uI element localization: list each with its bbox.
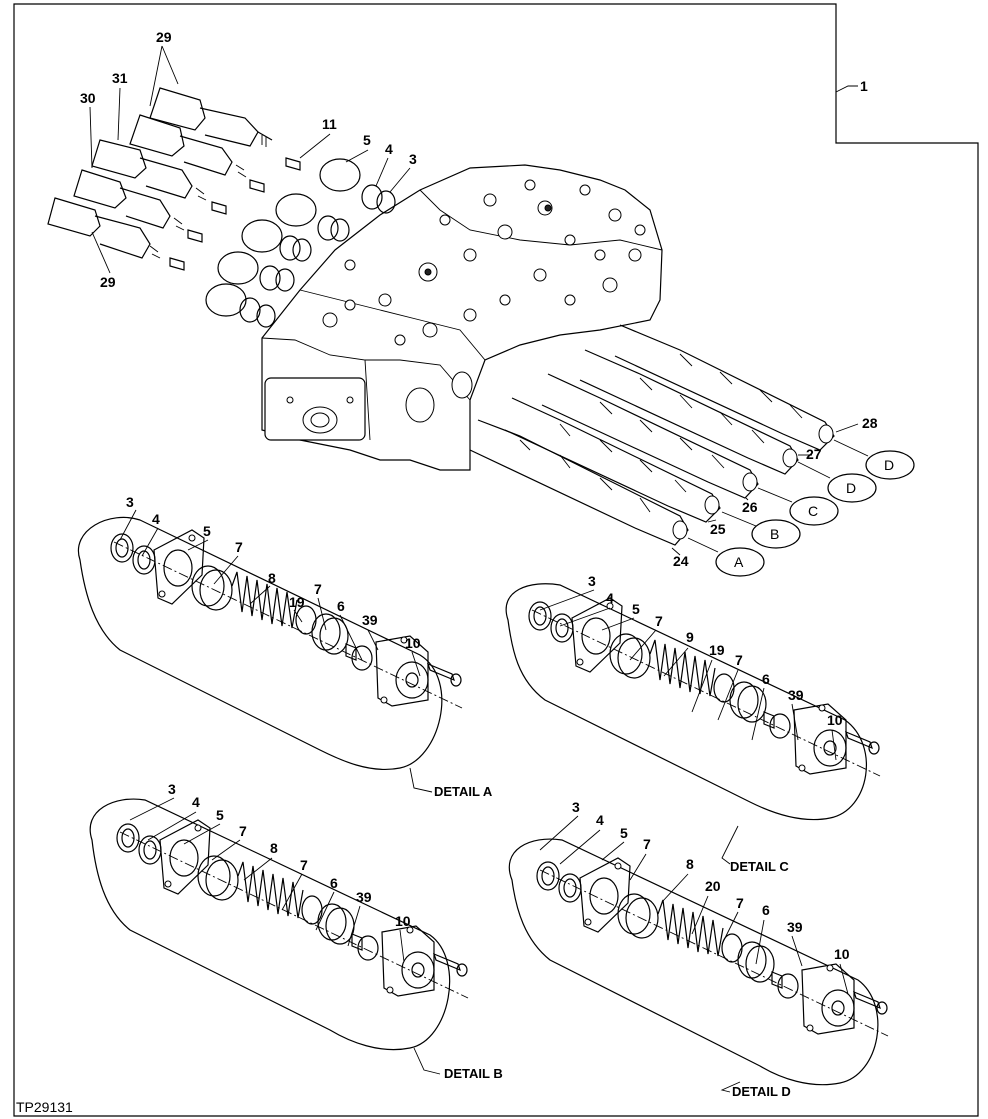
svg-text:7: 7	[736, 895, 744, 911]
svg-text:7: 7	[300, 857, 308, 873]
svg-text:6: 6	[762, 671, 770, 687]
port-a-oval	[715, 547, 765, 577]
svg-text:26: 26	[742, 499, 758, 515]
svg-text:7: 7	[314, 581, 322, 597]
svg-text:11: 11	[322, 116, 337, 132]
assembly-callout: 1	[835, 78, 868, 94]
svg-text:B: B	[770, 526, 779, 542]
spool-b	[504, 397, 721, 523]
svg-text:D: D	[884, 457, 894, 473]
svg-text:39: 39	[362, 612, 378, 628]
port-b-oval	[751, 519, 801, 549]
svg-text:39: 39	[787, 919, 803, 935]
spool-d1	[579, 349, 799, 475]
svg-text:31: 31	[112, 70, 128, 86]
detail-d: DETAIL D 3 4 5 7 8 20 7 6 39 10	[508, 799, 889, 1099]
svg-text:7: 7	[643, 836, 651, 852]
svg-text:5: 5	[632, 601, 640, 617]
svg-text:29: 29	[156, 29, 172, 45]
top-solenoid-parts	[47, 87, 396, 328]
svg-text:19: 19	[709, 642, 725, 658]
svg-text:5: 5	[620, 825, 628, 841]
svg-text:D: D	[846, 480, 856, 496]
svg-text:4: 4	[192, 794, 200, 810]
figure-border	[13, 3, 979, 1117]
port-c-oval	[789, 496, 839, 526]
svg-text:5: 5	[203, 523, 211, 539]
detail-c: DETAIL C 3 4 5 7 9 19 7 6 39 10	[505, 573, 881, 874]
top-callouts: 29 30 31 29 11 5 4 3	[80, 29, 417, 290]
svg-text:39: 39	[788, 687, 804, 703]
port-d1-oval	[827, 473, 877, 503]
svg-text:3: 3	[409, 151, 417, 167]
svg-text:4: 4	[606, 590, 614, 606]
spool-callouts: 24 25 26 27 28	[671, 415, 878, 569]
svg-text:DETAIL A: DETAIL A	[434, 784, 493, 799]
svg-text:10: 10	[834, 946, 850, 962]
svg-text:8: 8	[270, 840, 278, 856]
svg-text:28: 28	[862, 415, 878, 431]
svg-text:8: 8	[686, 856, 694, 872]
spools	[469, 324, 835, 546]
control-valve-body	[261, 164, 663, 471]
svg-text:10: 10	[827, 712, 843, 728]
detail-b: DETAIL B 3 4 5 7 8 7 6 39 10	[89, 781, 503, 1081]
svg-text:24: 24	[673, 553, 689, 569]
svg-text:4: 4	[152, 511, 160, 527]
spool-a	[469, 419, 689, 546]
svg-text:5: 5	[363, 132, 371, 148]
svg-text:3: 3	[126, 494, 134, 510]
svg-text:7: 7	[735, 652, 743, 668]
detail-a: DETAIL A 3 4 5 7 8 19 7 6 39 10	[77, 494, 493, 799]
svg-text:8: 8	[268, 570, 276, 586]
svg-text:DETAIL C: DETAIL C	[730, 859, 789, 874]
svg-text:4: 4	[596, 812, 604, 828]
svg-text:30: 30	[80, 90, 96, 106]
svg-text:3: 3	[168, 781, 176, 797]
svg-text:27: 27	[806, 446, 822, 462]
svg-text:3: 3	[572, 799, 580, 815]
svg-text:3: 3	[588, 573, 596, 589]
svg-text:9: 9	[686, 629, 694, 645]
port-d2-oval	[865, 450, 915, 480]
svg-text:10: 10	[395, 913, 411, 929]
svg-text:20: 20	[705, 878, 721, 894]
svg-text:7: 7	[655, 613, 663, 629]
svg-text:7: 7	[239, 823, 247, 839]
svg-text:5: 5	[216, 807, 224, 823]
svg-text:6: 6	[330, 875, 338, 891]
svg-text:6: 6	[337, 598, 345, 614]
svg-text:4: 4	[385, 141, 393, 157]
svg-text:6: 6	[762, 902, 770, 918]
figure-reference: TP29131	[16, 1099, 73, 1115]
svg-text:10: 10	[405, 635, 421, 651]
svg-text:25: 25	[710, 521, 726, 537]
svg-text:39: 39	[356, 889, 372, 905]
svg-text:29: 29	[100, 274, 116, 290]
svg-text:1: 1	[860, 78, 868, 94]
svg-text:DETAIL D: DETAIL D	[732, 1084, 791, 1099]
spool-c	[541, 373, 759, 499]
svg-text:19: 19	[289, 594, 305, 610]
svg-text:C: C	[808, 503, 818, 519]
svg-text:7: 7	[235, 539, 243, 555]
svg-text:A: A	[734, 554, 744, 570]
port-labels: A B C D D	[687, 439, 915, 577]
svg-text:DETAIL B: DETAIL B	[444, 1066, 503, 1081]
spool-d2	[614, 324, 835, 451]
